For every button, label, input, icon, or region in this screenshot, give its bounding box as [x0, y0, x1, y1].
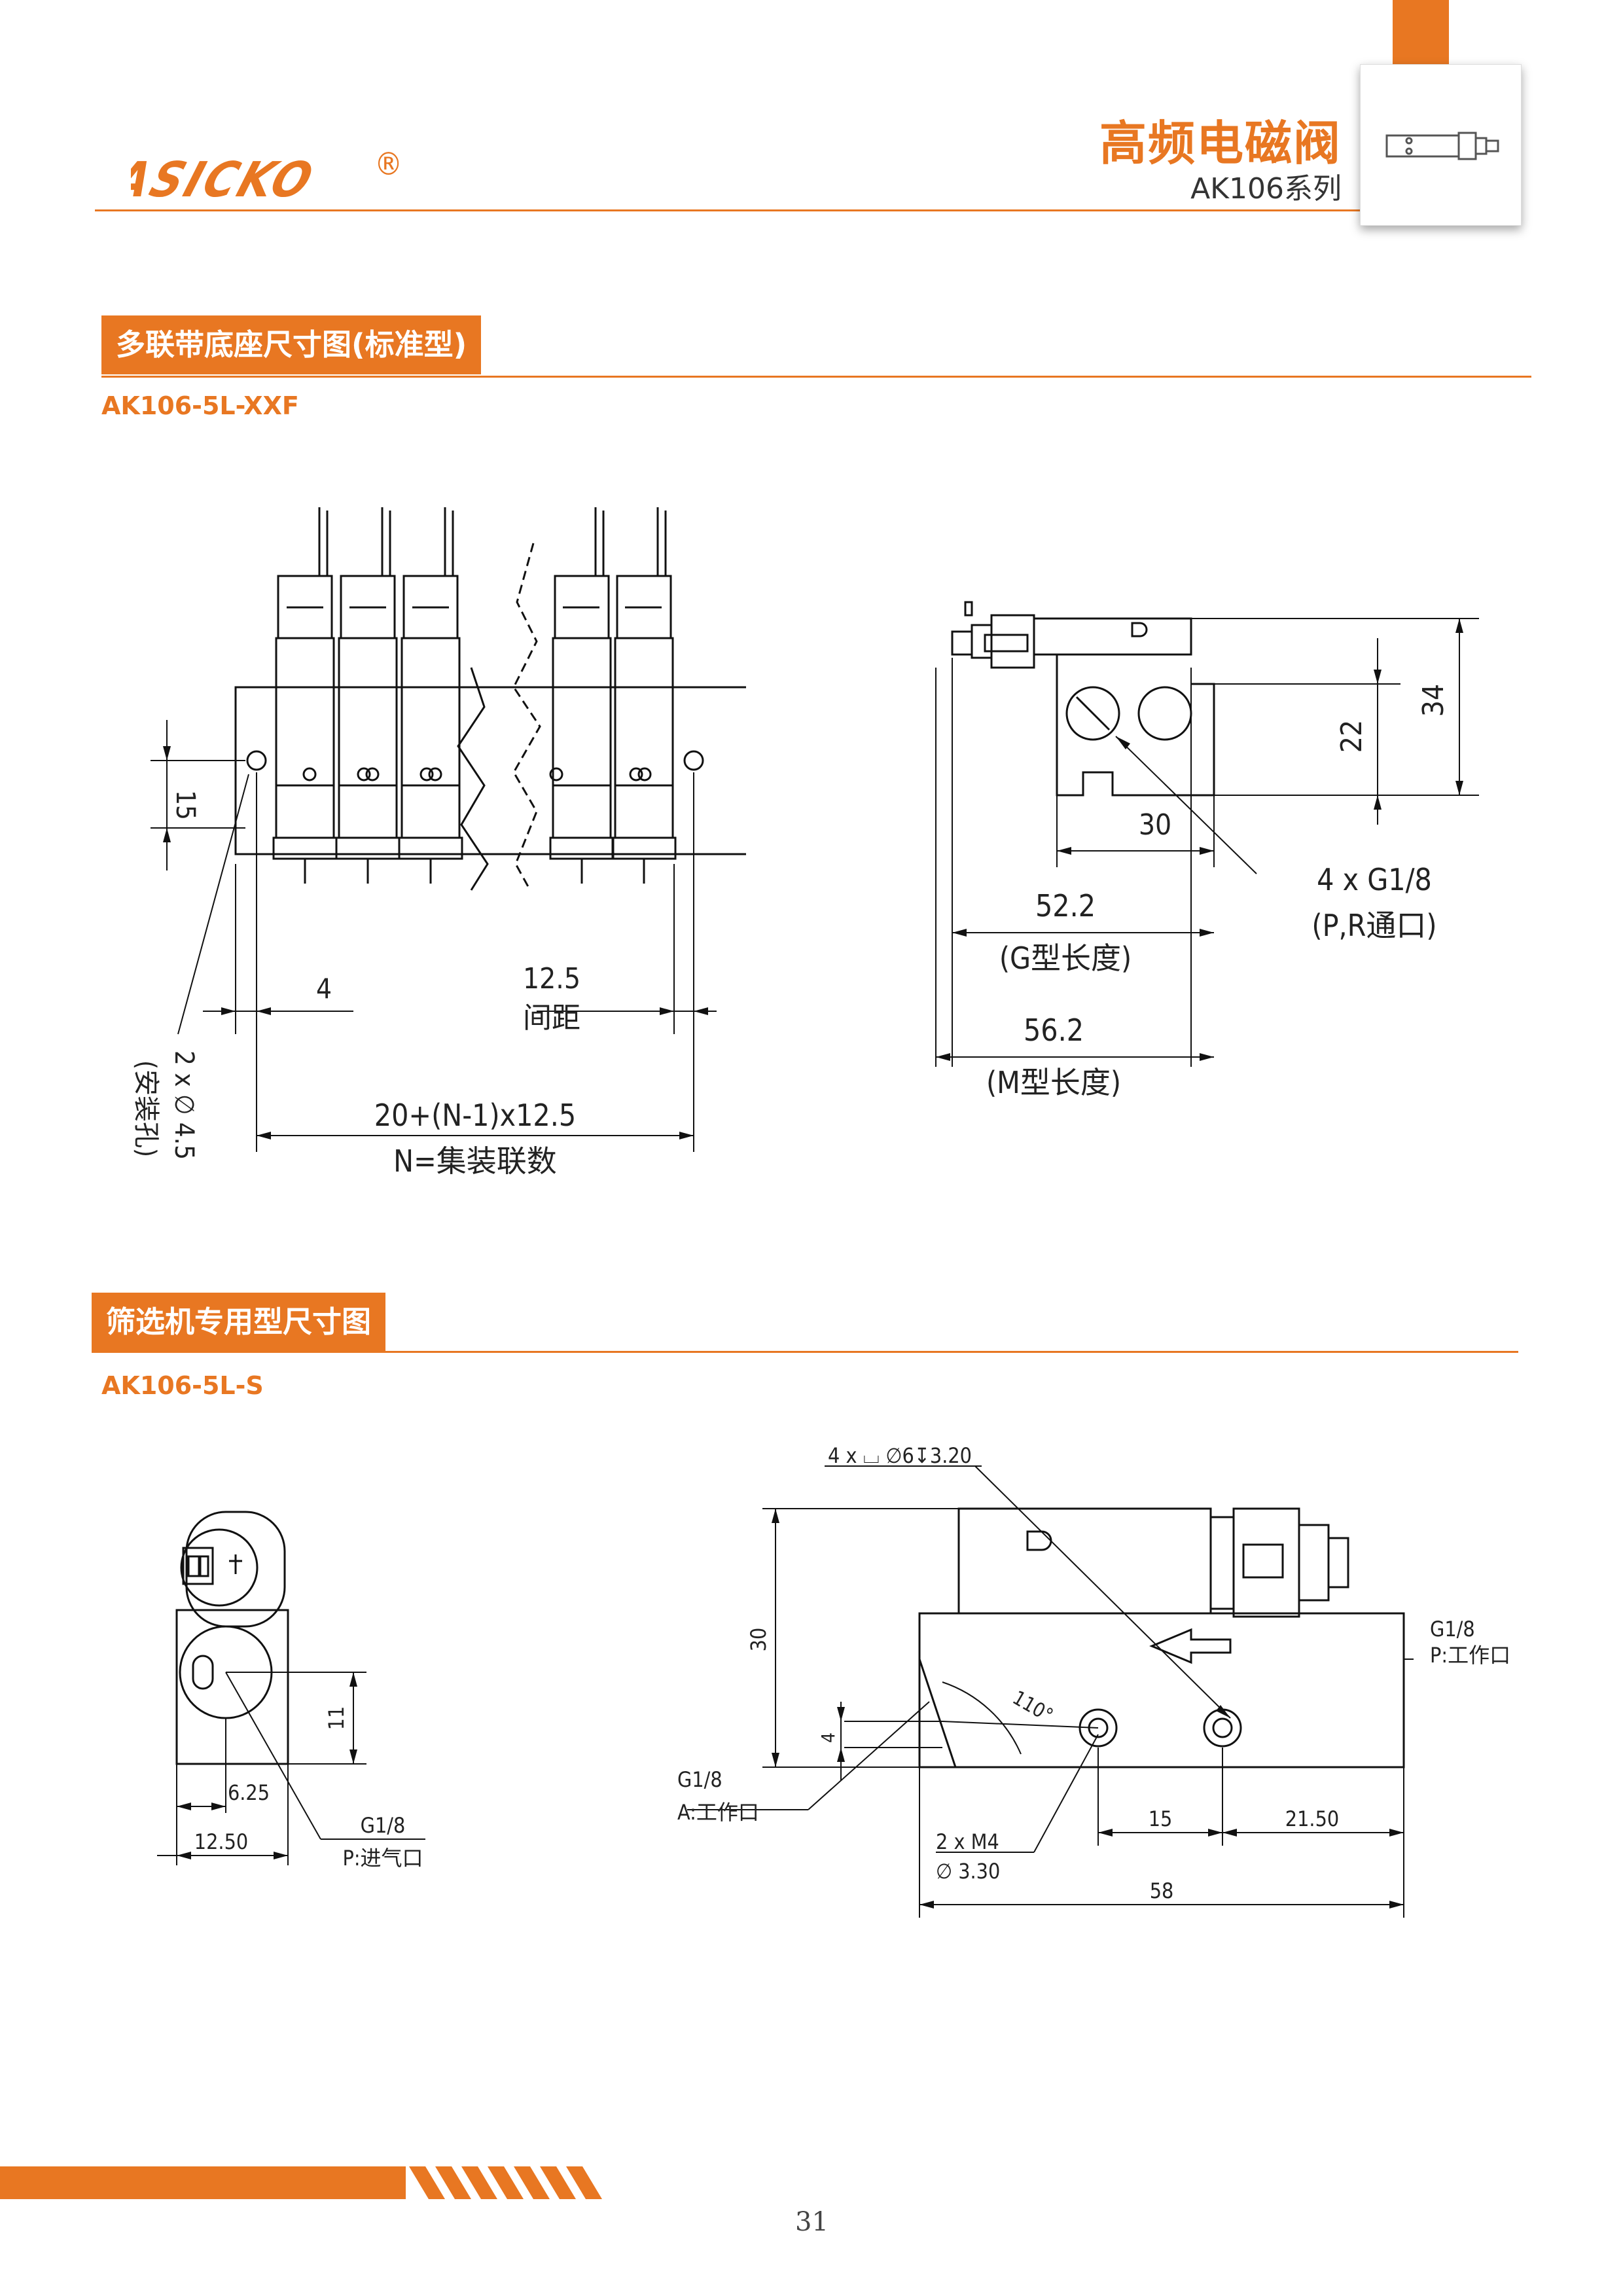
- page-number: 31: [795, 2207, 829, 2237]
- body-outline: [175, 1609, 289, 1765]
- dim-pitch: 12.5: [523, 962, 580, 996]
- section1-model: AK106-5L-XXF: [101, 391, 299, 420]
- header-series: AK106系列: [1190, 172, 1342, 206]
- mount-hole-left: [246, 750, 267, 771]
- port-r: [1137, 686, 1192, 741]
- section2-divider: [92, 1351, 1518, 1353]
- dim-22: 22: [1335, 720, 1368, 753]
- side2-dims: [687, 1465, 1414, 1918]
- manifold-side-view: 30 22 34 52.2 (G型长度) 56.2 (M型长度) 4 x G1/…: [935, 601, 1479, 1100]
- dim-34: 34: [1417, 684, 1450, 717]
- dim-total-cn: N=集装联数: [393, 1143, 557, 1179]
- dim-4-offset: 4: [817, 1732, 839, 1743]
- dim-pitch-cn: 间距: [523, 1001, 580, 1035]
- dim-58: 58: [1150, 1878, 1174, 1903]
- valve-body-top: [1033, 617, 1192, 656]
- dim-6-25: 6.25: [228, 1780, 270, 1805]
- dim-g-length-cn: (G型长度): [999, 941, 1132, 976]
- side-dimension-arrows: [936, 619, 1463, 1061]
- dim-15-pitch: 15: [1149, 1806, 1173, 1831]
- dim-port: 4 x G1/8: [1317, 862, 1432, 897]
- dim-port-cn: (P,R通口): [1311, 908, 1436, 943]
- angle-110: 110°: [1008, 1687, 1057, 1728]
- header-divider: [95, 209, 1361, 211]
- section2-model: AK106-5L-S: [101, 1371, 264, 1400]
- dim-g-length: 52.2: [1035, 888, 1096, 924]
- port-p: [1065, 686, 1120, 741]
- pr-port-label: P:工作口: [1430, 1643, 1510, 1668]
- mount-hole-right: [683, 750, 704, 771]
- dim-15: 15: [170, 790, 200, 820]
- svg-text:ASICKO: ASICKO: [131, 152, 322, 206]
- dimension-arrows: [163, 746, 708, 1139]
- manifold-front-view: 15 2 x ∅ 4.5 (安装孔) 4 12.5 间距 20+(N-1)x12…: [131, 507, 746, 1179]
- dim-mount-hole: 2 x ∅ 4.5: [169, 1050, 199, 1160]
- dim-m-length: 56.2: [1024, 1013, 1084, 1048]
- dim-total: 20+(N-1)x12.5: [374, 1098, 576, 1133]
- valve-station-3: [398, 507, 463, 884]
- dim-m-length-cn: (M型长度): [986, 1065, 1121, 1100]
- sorter-coil: [957, 1507, 1212, 1615]
- a-port-size: G1/8: [677, 1767, 722, 1792]
- footer-stripe-bar: [0, 2166, 602, 2199]
- dim-30-height: 30: [746, 1628, 771, 1652]
- p-port-size: G1/8: [361, 1813, 406, 1838]
- sorter-side-view: 4 x ⌴ ∅6↧3.20 30 4 110° G1/8 A:工作口 2 x M…: [677, 1443, 1510, 1918]
- valve-stations: [272, 507, 677, 884]
- valve-station-1: [272, 507, 338, 884]
- dim-4: 4: [316, 973, 332, 1005]
- sorter-base: [918, 1612, 1405, 1768]
- screw-diameter: ∅ 3.30: [936, 1859, 1000, 1884]
- break-lines: [457, 543, 541, 891]
- product-thumbnail: [1360, 64, 1522, 226]
- dimension-lines: [151, 720, 717, 1152]
- dim-21-50: 21.50: [1285, 1806, 1339, 1831]
- top-accent-bar: [1393, 0, 1449, 65]
- dim-30: 30: [1139, 808, 1171, 842]
- sorter-front-view: 11 6.25 12.50 G1/8 P:进气口: [157, 1511, 425, 1871]
- asicko-logo: ASICKO ®: [104, 146, 403, 208]
- valve-thumbnail-icon: [1385, 132, 1499, 160]
- screw-spec: 2 x M4: [936, 1829, 999, 1854]
- section1-divider: [101, 376, 1531, 378]
- valve-station-2: [335, 507, 401, 884]
- svg-text:®: ®: [374, 146, 402, 183]
- coil-outline: [185, 1511, 286, 1628]
- valve-station-4: [549, 507, 615, 884]
- header-title: 高频电磁阀: [1099, 116, 1342, 171]
- pr-port-size: G1/8: [1430, 1617, 1475, 1641]
- brand-logo: ASICKO ®: [104, 134, 419, 209]
- a-port-label: A:工作口: [677, 1800, 759, 1825]
- counterbore-spec: 4 x ⌴ ∅6↧3.20: [828, 1443, 972, 1468]
- dim-12-50: 12.50: [194, 1829, 248, 1854]
- manifold-block: [1056, 655, 1215, 797]
- dim-mount-hole-cn: (安装孔): [131, 1060, 161, 1157]
- p-port-label: P:进气口: [342, 1846, 423, 1871]
- section2-heading: 筛选机专用型尺寸图: [92, 1293, 386, 1352]
- side-dimension-lines: [935, 618, 1479, 1067]
- section1-heading: 多联带底座尺寸图(标准型): [101, 315, 482, 374]
- dim-11: 11: [324, 1706, 349, 1731]
- valve-station-5: [611, 507, 677, 884]
- manifold-base: [234, 686, 746, 855]
